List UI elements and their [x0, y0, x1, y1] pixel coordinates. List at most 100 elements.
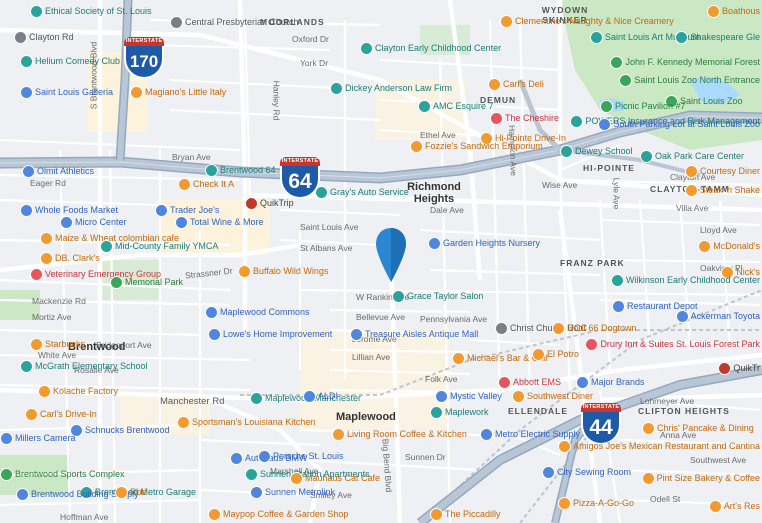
poi-marker[interactable]: Southwest Diner [512, 390, 593, 403]
poi-marker[interactable]: Saint Louis Zoo [665, 95, 743, 108]
poi-marker[interactable]: Buffalo Wild Wings [238, 265, 328, 278]
poi-marker[interactable]: Micro Center [60, 216, 127, 229]
poi-marker[interactable]: Steak 'n Shake [684, 184, 760, 197]
poi-marker[interactable]: Michael's Bar & Grill [452, 352, 548, 365]
poi-marker[interactable]: Mauhaus Cat Cafe [290, 472, 380, 485]
poi-marker[interactable]: Memorial Park [110, 276, 183, 289]
poi-marker[interactable]: City Sewing Room [542, 466, 631, 479]
poi-marker[interactable]: Maplewood Commons [205, 306, 310, 319]
poi-marker[interactable]: Gray's Auto Service [315, 186, 409, 199]
poi-marker[interactable]: Brentwood Sports Complex [0, 468, 125, 481]
poi-marker[interactable]: Chris' Pancake & Dining [642, 422, 754, 435]
poi-label: POWERS Insurance and Risk Management [585, 116, 760, 126]
poi-marker[interactable]: AMC Esquire 7 [418, 100, 494, 113]
poi-marker[interactable]: Trader Joe's [155, 204, 219, 217]
poi-marker[interactable]: Metro Electric Supply [480, 428, 580, 441]
health-icon [585, 338, 599, 351]
poi-marker[interactable]: Check It A [178, 178, 234, 191]
poi-marker[interactable]: Veterinary Emergency Group [30, 268, 161, 281]
poi-marker[interactable]: Schnucks Brentwood [70, 424, 170, 437]
poi-marker[interactable]: Roti [115, 486, 146, 499]
poi-marker[interactable]: Saint Louis Zoo North Entrance [619, 74, 760, 87]
poi-marker[interactable]: Dickey Anderson Law Firm [330, 82, 452, 95]
poi-marker[interactable]: Abbott EMS [498, 376, 561, 389]
poi-marker[interactable]: Brentwood Building Supply [16, 488, 139, 501]
poi-marker[interactable]: Nick's [721, 266, 760, 279]
poi-label: QuikTr [733, 363, 760, 373]
landmark-icon [250, 392, 263, 405]
poi-marker[interactable]: Millers Camera [0, 432, 76, 445]
poi-marker[interactable]: ALDI [303, 390, 338, 403]
poi-marker[interactable]: Total Wine & More [175, 216, 264, 229]
poi-marker[interactable]: Sunnen Metrolink [250, 486, 335, 499]
poi-marker[interactable]: DB. Clark's [40, 252, 100, 265]
location-pin-icon[interactable] [375, 228, 407, 282]
poi-marker[interactable]: Porsche St. Louis [258, 450, 344, 463]
poi-marker[interactable]: Maize & Wheat colombian cafe [40, 232, 179, 245]
poi-marker[interactable]: Sunnen Station Apartments [245, 468, 370, 481]
poi-label: The Cheshire [505, 113, 560, 123]
poi-marker[interactable]: Oak Park Care Center [640, 150, 744, 163]
poi-marker[interactable]: Clementine's Naughty & Nice Creamery [500, 15, 674, 28]
poi-marker[interactable]: Maplework [430, 406, 489, 419]
poi-marker[interactable]: Sportsman's Louisiana Kitchen [177, 416, 315, 429]
poi-label: Mid-County Family YMCA [115, 241, 219, 251]
poi-marker[interactable]: QuikTr [718, 362, 760, 375]
poi-marker[interactable]: Major Brands [576, 376, 645, 389]
poi-marker[interactable]: Drury Inn & Suites St. Louis Forest Park [585, 338, 760, 351]
poi-marker[interactable]: Autohaus BMW [230, 452, 308, 465]
poi-marker[interactable]: POWERS Insurance and Risk Management [570, 115, 760, 128]
poi-marker[interactable]: Magiano's Little Italy [130, 86, 226, 99]
poi-marker[interactable]: Ackerman Toyota [675, 310, 760, 323]
poi-marker[interactable]: Pint Size Bakery & Coffee [641, 472, 760, 485]
poi-marker[interactable]: Restaurant Depot [612, 300, 698, 313]
poi-marker[interactable]: Mid-County Family YMCA [100, 240, 218, 253]
poi-marker[interactable]: Pizza-A-Go-Go [558, 497, 634, 510]
poi-marker[interactable]: Hi-Pointe Drive-In [480, 132, 566, 145]
poi-marker[interactable]: Maypop Coffee & Garden Shop [208, 508, 348, 521]
poi-marker[interactable]: John F. Kennedy Memorial Forest [610, 56, 760, 69]
poi-marker[interactable]: Whole Foods Market [20, 204, 118, 217]
poi-marker[interactable]: Central Presbyterian Church [170, 16, 299, 29]
poi-marker[interactable]: Ethical Society of St. Louis [30, 5, 152, 18]
poi-marker[interactable]: Shakespeare Gle [675, 31, 760, 44]
poi-marker[interactable]: The Cheshire [490, 112, 559, 125]
poi-marker[interactable]: Clayton Early Childhood Center [360, 42, 501, 55]
poi-marker[interactable]: El Potro [532, 348, 579, 361]
poi-marker[interactable]: Helium Comedy Club [20, 55, 120, 68]
poi-marker[interactable]: The Piccadilly [430, 508, 501, 521]
poi-marker[interactable]: Clayton Rd [14, 31, 74, 44]
poi-marker[interactable]: Brentwood Metro Garage [80, 486, 196, 499]
poi-marker[interactable]: Kolache Factory [38, 385, 118, 398]
poi-marker[interactable]: Garden Heights Nursery [428, 237, 540, 250]
poi-marker[interactable]: Olmit Athletics [22, 165, 94, 178]
poi-marker[interactable]: Courtesy Diner [684, 165, 760, 178]
poi-marker[interactable]: Grace Taylor Salon [392, 290, 483, 303]
poi-marker[interactable]: Fozzie's Sandwich Emporium [410, 140, 543, 153]
poi-marker[interactable]: Christ Church UCC [495, 322, 587, 335]
poi-marker[interactable]: Lowe's Home Improvement [208, 328, 332, 341]
poi-marker[interactable]: Treasure Aisles Antique Mall [350, 328, 478, 341]
poi-marker[interactable]: Carl's Drive-In [25, 408, 97, 421]
poi-marker[interactable]: Dewey School [560, 145, 633, 158]
poi-marker[interactable]: McGrath Elementary School [20, 360, 148, 373]
poi-marker[interactable]: Living Room Coffee & Kitchen [332, 428, 467, 441]
poi-marker[interactable]: Mystic Valley [435, 390, 502, 403]
poi-marker[interactable]: Carl's Deli [488, 78, 544, 91]
poi-marker[interactable]: Starbucks [30, 338, 85, 351]
poi-marker[interactable]: Wilkinson Early Childhood Center [610, 274, 760, 287]
poi-marker[interactable]: QuikTrip [245, 197, 294, 210]
poi-marker[interactable]: Root 66 Dogtown [552, 322, 637, 335]
poi-marker[interactable]: McDonald's [698, 240, 760, 253]
poi-marker[interactable]: Boathous [706, 5, 760, 18]
poi-marker[interactable]: Amigos Joe's Mexican Restaurant and Cant… [558, 440, 760, 453]
poi-marker[interactable]: Saint Louis Art Museum [590, 31, 700, 44]
poi-marker[interactable]: Art's Res [708, 500, 760, 513]
poi-label: Saint Louis Art Museum [605, 32, 701, 42]
poi-marker[interactable]: Saint Louis Galleria [20, 86, 113, 99]
street-label: Smiley Ave [310, 490, 352, 500]
poi-marker[interactable]: South Parking Lot at Saint Louis Zoo [598, 118, 760, 131]
poi-marker[interactable]: Brentwood 64 [205, 164, 276, 177]
poi-marker[interactable]: Picnic Pavilion #7 [600, 100, 686, 113]
